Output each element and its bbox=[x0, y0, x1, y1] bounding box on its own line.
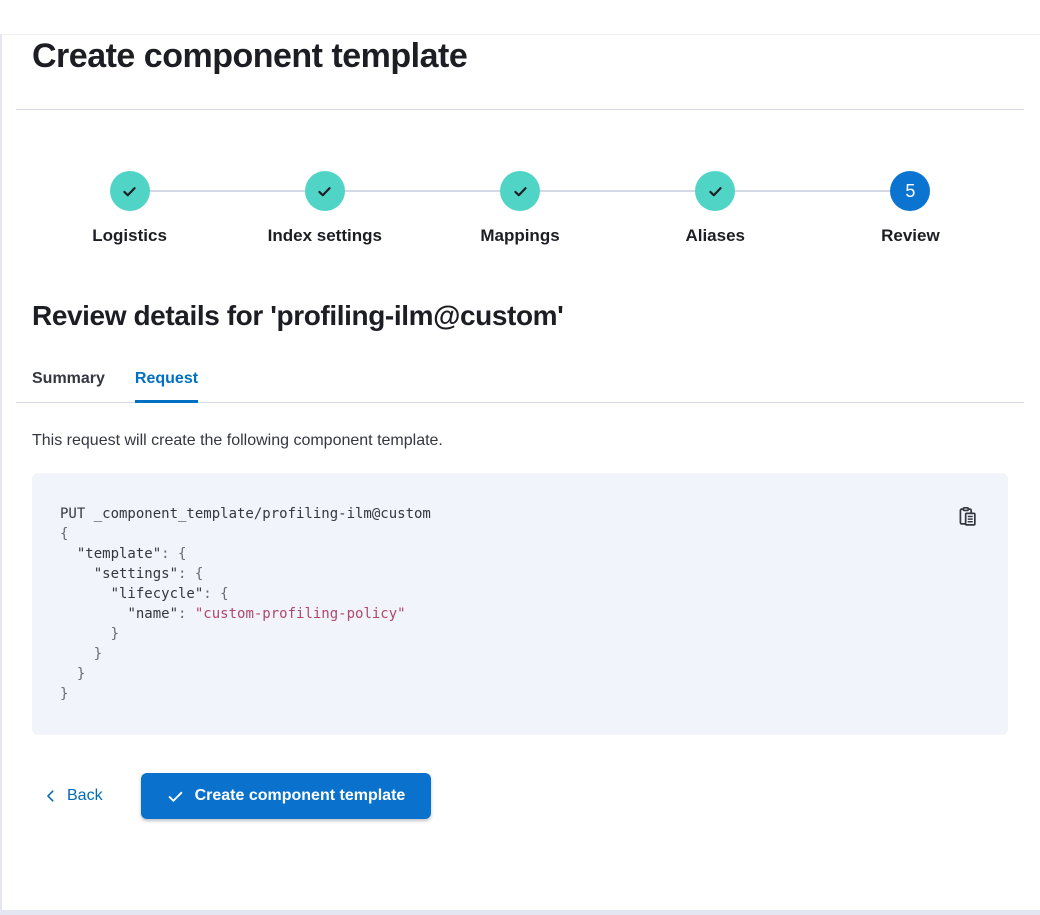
code-line: "name": "custom-profiling-policy" bbox=[127, 606, 406, 622]
create-component-template-label: Create component template bbox=[194, 787, 406, 804]
step-label: Aliases bbox=[685, 226, 745, 245]
step-label: Logistics bbox=[92, 226, 167, 245]
header-divider bbox=[16, 109, 1024, 110]
window-edge-top bbox=[0, 34, 1040, 35]
check-icon bbox=[123, 186, 136, 196]
request-description: This request will create the following c… bbox=[32, 432, 443, 449]
code-lines: PUT _component_template/profiling-ilm@cu… bbox=[60, 504, 980, 704]
step-label: Mappings bbox=[480, 226, 560, 245]
step-label: Review bbox=[881, 226, 940, 245]
code-line: } bbox=[60, 666, 86, 682]
review-tabs: Summary Request bbox=[16, 370, 1024, 403]
step-label: Index settings bbox=[267, 226, 382, 245]
check-icon bbox=[513, 186, 527, 196]
copy-to-clipboard-button[interactable] bbox=[956, 505, 978, 527]
step-complete-badge bbox=[695, 171, 736, 211]
footer-actions: Back Create component template bbox=[32, 773, 1008, 819]
page-title: Create component template bbox=[32, 37, 468, 75]
review-heading: Review details for 'profiling-ilm@custom… bbox=[32, 300, 564, 331]
step-logistics[interactable]: Logistics bbox=[32, 171, 227, 246]
tab-summary[interactable]: Summary bbox=[32, 370, 105, 387]
check-icon bbox=[318, 186, 331, 196]
step-number-badge: 5 bbox=[890, 171, 931, 211]
window-edge-bottom bbox=[0, 910, 1040, 915]
code-line: "settings": { bbox=[93, 566, 204, 582]
window-edge-left bbox=[0, 34, 2, 915]
request-code-block: PUT _component_template/profiling-ilm@cu… bbox=[32, 473, 1008, 735]
code-line: { bbox=[60, 526, 69, 542]
back-button-label: Back bbox=[67, 787, 103, 804]
step-complete-badge bbox=[109, 171, 150, 211]
step-complete-badge bbox=[304, 171, 345, 211]
step-aliases[interactable]: Aliases bbox=[618, 171, 813, 246]
step-mappings[interactable]: Mappings bbox=[422, 171, 617, 246]
code-line: "template": { bbox=[76, 546, 187, 562]
chevron-left-icon bbox=[47, 790, 54, 802]
back-button[interactable]: Back bbox=[44, 787, 103, 805]
create-component-template-page: Create component template Logistics Index… bbox=[0, 34, 1040, 819]
check-icon bbox=[709, 186, 722, 196]
tab-request[interactable]: Request bbox=[134, 370, 199, 403]
copy-clipboard-icon bbox=[959, 506, 976, 526]
step-complete-badge bbox=[500, 171, 540, 211]
code-line: } bbox=[60, 626, 120, 642]
code-line: } bbox=[60, 646, 103, 662]
code-line: "lifecycle": { bbox=[110, 586, 229, 602]
code-line: PUT _component_template/profiling-ilm@cu… bbox=[60, 506, 431, 522]
check-icon bbox=[168, 791, 182, 802]
create-component-template-button[interactable]: Create component template bbox=[140, 773, 432, 819]
code-line: } bbox=[60, 686, 69, 702]
step-index-settings[interactable]: Index settings bbox=[227, 171, 422, 246]
